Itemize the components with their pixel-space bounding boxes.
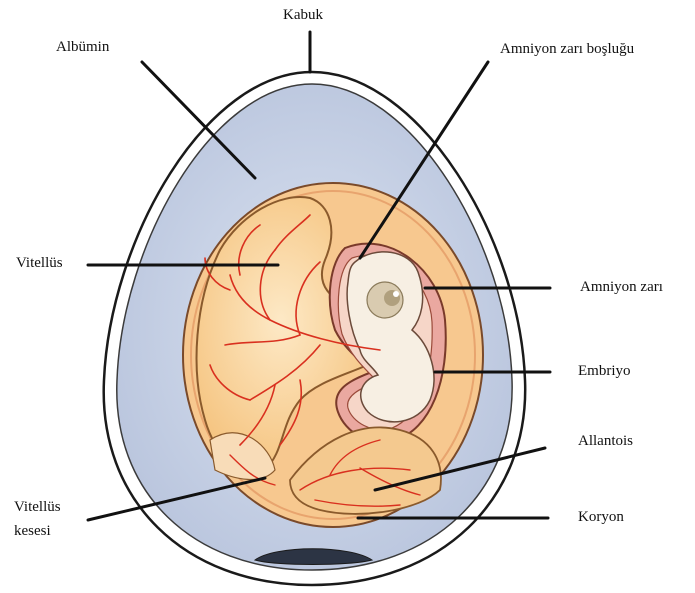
label-koryon: Koryon <box>578 508 624 526</box>
label-amniyon-boslugu: Amniyon zarı boşluğu <box>500 40 634 58</box>
label-vitellus-kesesi-line1: Vitellüs <box>14 498 61 516</box>
label-vitellus: Vitellüs <box>16 254 63 272</box>
label-embriyo: Embriyo <box>578 362 631 380</box>
label-kabuk: Kabuk <box>283 6 323 24</box>
label-vitellus-kesesi-line2: kesesi <box>14 522 51 540</box>
label-albumin: Albümin <box>56 38 109 56</box>
label-allantois: Allantois <box>578 432 633 450</box>
label-amniyon-zari: Amniyon zarı <box>580 278 663 296</box>
